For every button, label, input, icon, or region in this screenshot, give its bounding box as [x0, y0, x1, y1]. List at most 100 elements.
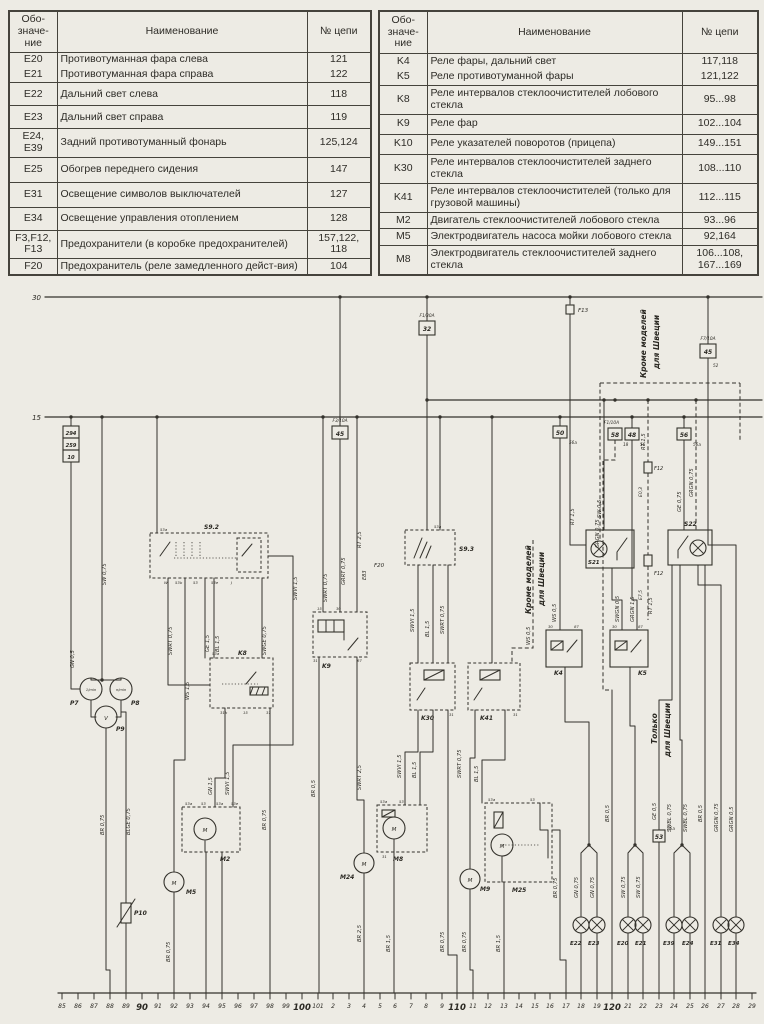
motor-m2 — [181, 806, 241, 853]
cell-num: 121 — [306, 51, 372, 68]
switch-s21 — [585, 529, 635, 569]
wire-label: RT 1,5 — [570, 508, 576, 525]
component-label: P10 — [134, 910, 147, 917]
pin-label: 56a — [693, 442, 701, 447]
region-note: Кроме моделей — [639, 309, 648, 378]
wire-label: GRRT 0,75 — [341, 557, 347, 585]
pin-label: 31 — [382, 854, 387, 859]
cell-name: Электродвигатель стеклоочистителей задне… — [426, 244, 683, 276]
track-number: 91 — [154, 1003, 162, 1010]
component-label: K8 — [238, 650, 247, 657]
switch-s9-3 — [404, 529, 456, 566]
header-circuit: № цепи — [306, 10, 372, 53]
component-label: M9 — [480, 886, 490, 893]
relay-k30 — [409, 662, 456, 711]
wire-label: GN 0,75 — [574, 876, 580, 898]
motor-symbol — [193, 817, 217, 841]
motor-symbol — [490, 833, 514, 857]
wire-label: GRGN 0,75 — [689, 468, 695, 497]
pin-label: 18 — [623, 442, 629, 447]
track-number: 93 — [186, 1003, 194, 1010]
relay-k9 — [312, 611, 368, 658]
header-name: Наименование — [426, 10, 683, 55]
cell-num: 104 — [306, 258, 372, 276]
pin-label: 30 — [548, 624, 553, 629]
wire-label: SWRT 0,75 — [168, 626, 174, 655]
component-label: K4 — [554, 670, 563, 677]
component-label: S22 — [684, 521, 697, 528]
wire-label: GRGN 0,75 — [595, 519, 601, 548]
wire-label: SWRT 0,75 — [440, 605, 446, 634]
cell-name: Реле интервалов стеклоочистителей (тольк… — [426, 183, 683, 214]
wire-label: GRGN 0,5 — [729, 806, 735, 832]
gauge-p9 — [94, 705, 118, 729]
track-number: 15 — [531, 1003, 539, 1010]
component-label: M25 — [512, 887, 526, 894]
wire-label: BL 1,5 — [412, 761, 418, 778]
cell-code: E31 — [8, 181, 58, 208]
wire-label: GE 0,5 — [652, 802, 658, 820]
relay-k5 — [609, 629, 649, 668]
table-header-row: Обо- значе- ние Наименование № цепи — [8, 10, 372, 53]
pin-label: 56 — [640, 442, 646, 447]
fuse-label: F20 — [374, 563, 385, 569]
wires — [70, 296, 737, 994]
junction-dots — [69, 295, 710, 847]
component-boxes — [149, 529, 713, 883]
pin-label: 31 — [513, 712, 518, 717]
track-number: 11 — [469, 1003, 477, 1010]
track-number: 120 — [603, 1003, 621, 1013]
fuse-f1 — [418, 320, 436, 336]
connector-number: 56 — [680, 432, 688, 439]
track-number: 25 — [686, 1003, 694, 1010]
wire-label: SWRT 0,75 — [457, 749, 463, 778]
connector-number: 50 — [556, 430, 564, 437]
wire-label: GE 1,5 — [205, 634, 211, 652]
track-number: 88 — [106, 1003, 114, 1010]
ref-label: E83 — [362, 570, 368, 580]
relay-k8 — [209, 657, 274, 709]
pin-label: 31 — [266, 710, 271, 715]
cell-num: 157,122, 118 — [306, 229, 372, 260]
cell-num: 122 — [306, 67, 372, 84]
fuse-label: F13 — [578, 308, 589, 314]
cell-name: Предохранитель (реле замедленного дейст-… — [56, 258, 308, 276]
component-label: K30 — [421, 715, 434, 722]
wire-label: BR 0,75 — [553, 877, 559, 898]
cell-num: 118 — [306, 82, 372, 107]
wire-label: WS 0,5 — [552, 603, 558, 622]
pin-label: 53 — [201, 801, 206, 806]
pin-label: 53 — [530, 797, 535, 802]
connector-number: 10 — [67, 455, 75, 461]
switch-s22 — [667, 529, 713, 566]
component-label: E24 — [682, 941, 694, 947]
track-number: 18 — [577, 1003, 585, 1010]
fuse-label: F1/10A — [604, 420, 619, 426]
motor-m9 — [459, 868, 481, 890]
track-number: 23 — [655, 1003, 663, 1010]
cell-num: 92,164 — [681, 228, 759, 246]
pin-label: 87 — [638, 624, 643, 629]
motor-symbol — [382, 816, 406, 840]
track-number: 89 — [122, 1003, 130, 1010]
pin-label: 53a — [216, 801, 224, 806]
wire-label: GE 0,75 — [677, 491, 683, 512]
cell-name: Предохранители (в коробке предохранителе… — [56, 229, 308, 260]
motor-symbol-label: M — [500, 844, 505, 850]
pin-label: 53a — [434, 524, 442, 529]
track-number: 90 — [136, 1003, 148, 1013]
header-designation: Обо- значе- ние — [8, 10, 58, 53]
track-number: 97 — [250, 1003, 258, 1010]
track-number: 17 — [562, 1003, 570, 1010]
pin-label: 15 — [317, 606, 322, 611]
